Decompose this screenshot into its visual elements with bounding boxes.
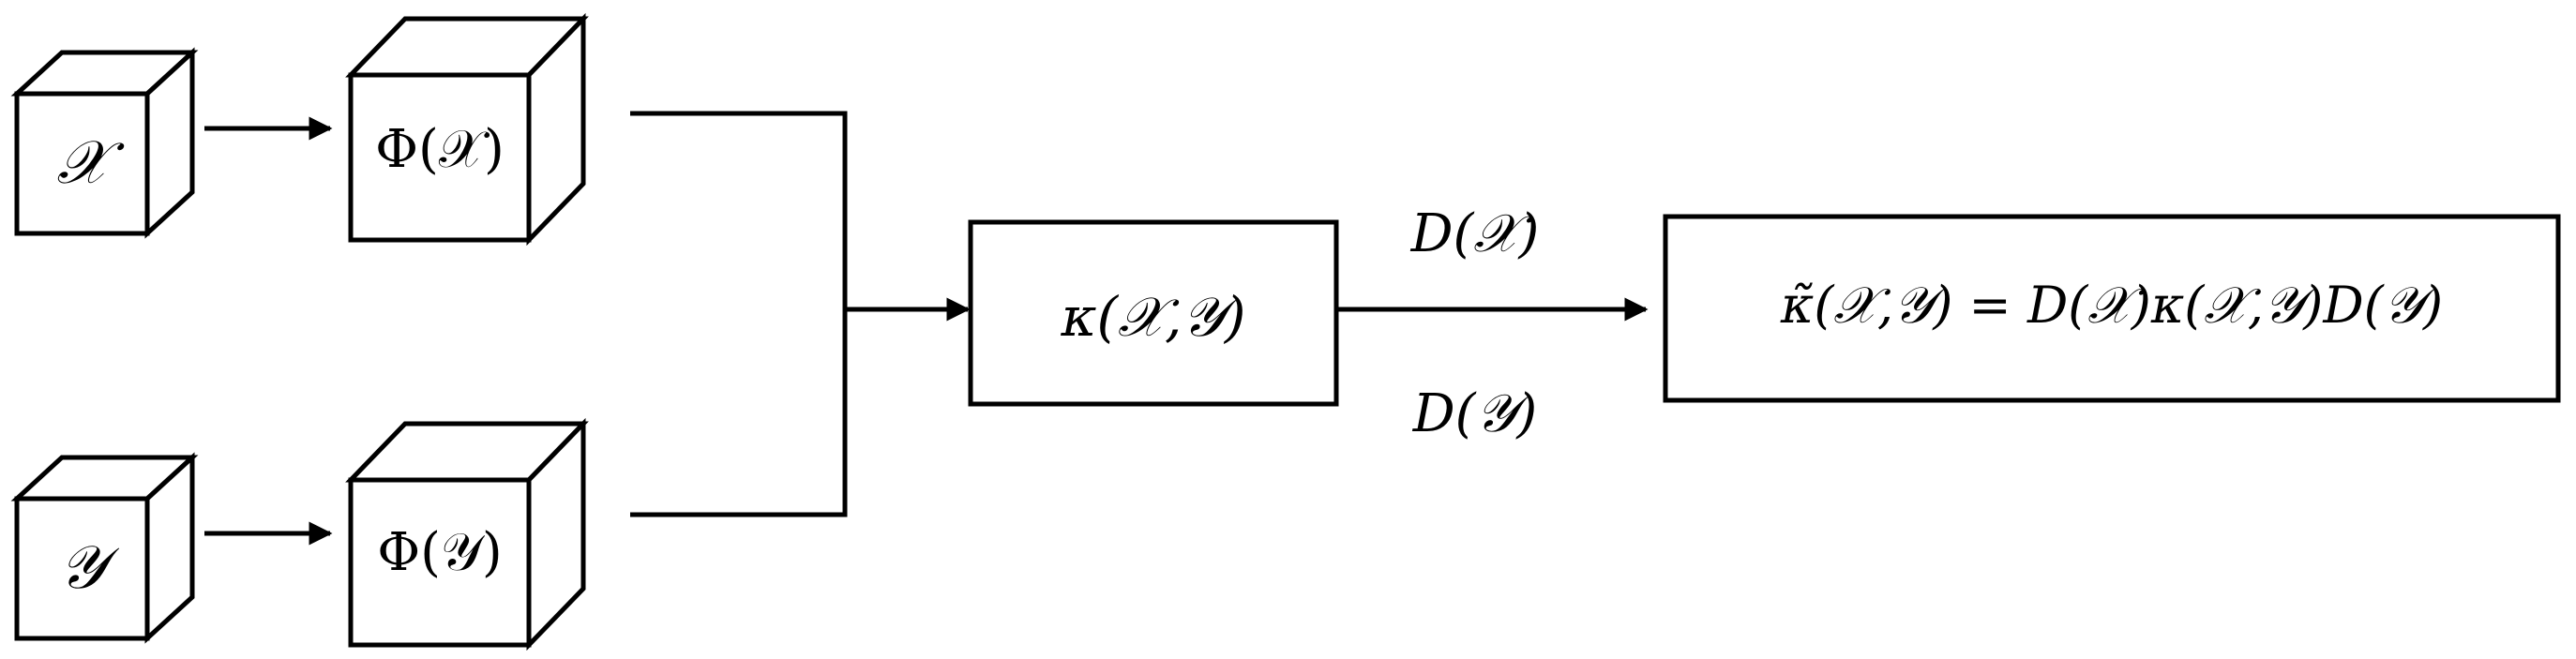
edge-label-d-y: D(𝒴) [1412,383,1538,444]
connector-feature-x [630,111,848,309]
normalized-kernel-label: κ̃(𝒳,𝒴) = D(𝒳)κ(𝒳,𝒴)D(𝒴) [1780,276,2443,335]
connector-feature-y [630,309,848,517]
feature-y-cube: Φ(𝒴) [345,417,589,652]
normalized-kernel-box: κ̃(𝒳,𝒴) = D(𝒳)κ(𝒳,𝒴)D(𝒴) [1663,214,2561,403]
feature-x-cube: Φ(𝒳) [345,12,589,247]
kernel-label: κ(𝒳,𝒴) [1060,285,1245,349]
kernel-box: κ(𝒳,𝒴) [968,219,1339,407]
feature-y-label: Φ(𝒴) [377,522,503,583]
feature-x-label: Φ(𝒳) [375,119,505,180]
edge-label-d-x: D(𝒳) [1410,203,1540,264]
input-y-cube: 𝒴 [10,452,199,644]
input-x-cube: 𝒳 [10,47,199,239]
